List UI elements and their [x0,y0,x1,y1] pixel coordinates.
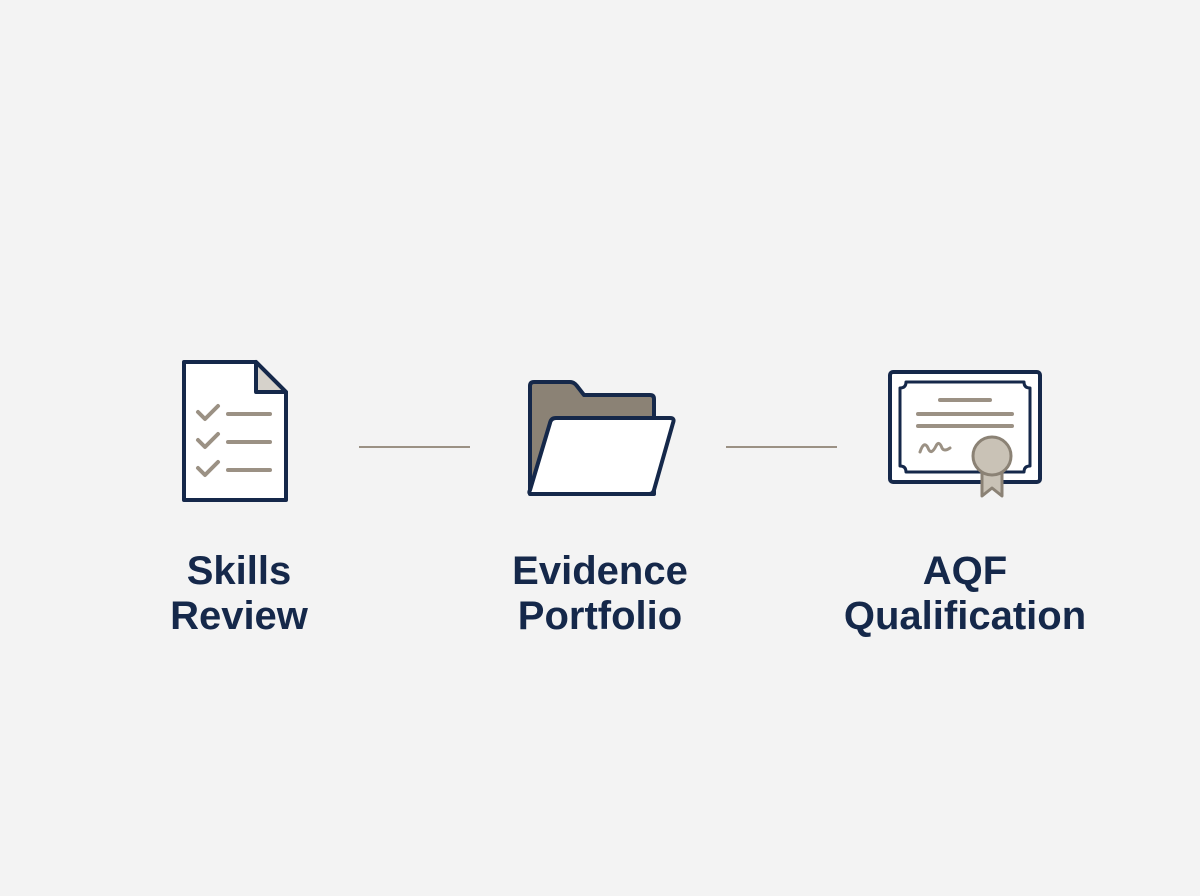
step-label-evidence-portfolio: Evidence Portfolio [450,549,750,639]
open-folder-icon [522,378,678,500]
checklist-document-icon [178,358,292,506]
step-label-line: Evidence [512,549,688,593]
step-label-line: Portfolio [517,594,683,638]
connector-line [359,446,470,448]
connector-line [726,446,837,448]
step-label-line: Qualification [843,594,1087,638]
step-label-skills-review: Skills Review [89,549,389,639]
step-label-line: AQF [922,549,1008,593]
step-label-line: Review [170,594,308,638]
step-label-line: Skills [186,549,292,593]
step-label-aqf-qualification: AQF Qualification [815,549,1115,639]
certificate-ribbon-icon [886,368,1044,502]
